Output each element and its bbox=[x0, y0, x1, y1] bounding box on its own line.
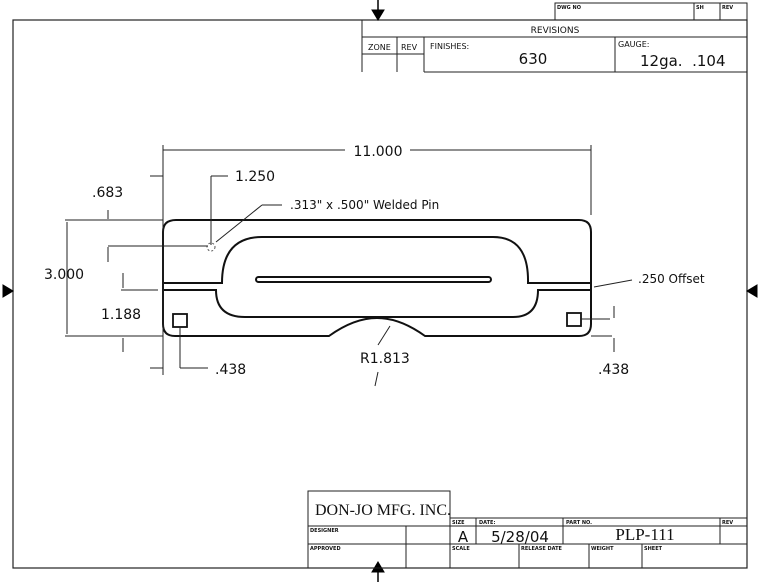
rev-label-bottom: REV bbox=[722, 520, 733, 526]
sh-label: SH bbox=[696, 5, 704, 11]
drawing-border bbox=[12, 19, 748, 569]
welded-pin-note: .313" x .500" Welded Pin bbox=[290, 198, 439, 212]
offset-note: .250 Offset bbox=[638, 272, 705, 286]
rev-column-label: REV bbox=[401, 43, 418, 52]
part-no-label: PART NO. bbox=[566, 520, 592, 526]
rev-label-top: REV bbox=[722, 5, 733, 11]
date-value: 5/28/04 bbox=[491, 528, 549, 546]
part-no-value: PLP-111 bbox=[615, 525, 674, 544]
arrow-down-icon bbox=[371, 9, 385, 21]
arrow-left-icon bbox=[746, 284, 758, 298]
part-outline bbox=[162, 219, 592, 337]
designer-label: DESIGNER bbox=[310, 528, 339, 534]
dimension-lines bbox=[65, 145, 633, 387]
date-label: DATE: bbox=[479, 520, 495, 526]
arrow-right-icon bbox=[2, 284, 14, 298]
approved-label: APPROVED bbox=[310, 546, 341, 552]
arrow-up-icon bbox=[371, 561, 385, 573]
right-hole-dimension: .438 bbox=[598, 362, 629, 378]
size-label: SIZE bbox=[452, 520, 465, 526]
left-hole-dimension: .438 bbox=[215, 362, 246, 378]
scale-label: SCALE bbox=[452, 546, 470, 552]
finishes-value: 630 bbox=[519, 50, 548, 68]
notch-radius-dimension: R1.813 bbox=[360, 351, 410, 367]
weight-label: WEIGHT bbox=[591, 546, 614, 552]
company-name: DON-JO MFG. INC. bbox=[315, 502, 451, 519]
release-date-label: RELEASE DATE bbox=[521, 546, 563, 552]
finishes-label: FINISHES: bbox=[430, 42, 469, 51]
overall-length-dimension: 11.000 bbox=[354, 144, 403, 160]
lower-height-dimension: 1.188 bbox=[101, 307, 141, 323]
dwg-no-label: DWG NO bbox=[557, 5, 581, 11]
zone-label: ZONE bbox=[368, 43, 391, 52]
welded-pin-marker bbox=[206, 242, 216, 252]
gauge-label: GAUGE: bbox=[618, 40, 649, 49]
size-value: A bbox=[458, 528, 469, 546]
pin-x-dimension: 1.250 bbox=[235, 169, 275, 185]
height-dimension: 3.000 bbox=[44, 267, 84, 283]
sheet-label: SHEET bbox=[644, 546, 663, 552]
gauge-value: 12ga. .104 bbox=[640, 52, 726, 70]
pin-y-dimension: .683 bbox=[92, 185, 123, 201]
revisions-title: REVISIONS bbox=[531, 26, 580, 36]
